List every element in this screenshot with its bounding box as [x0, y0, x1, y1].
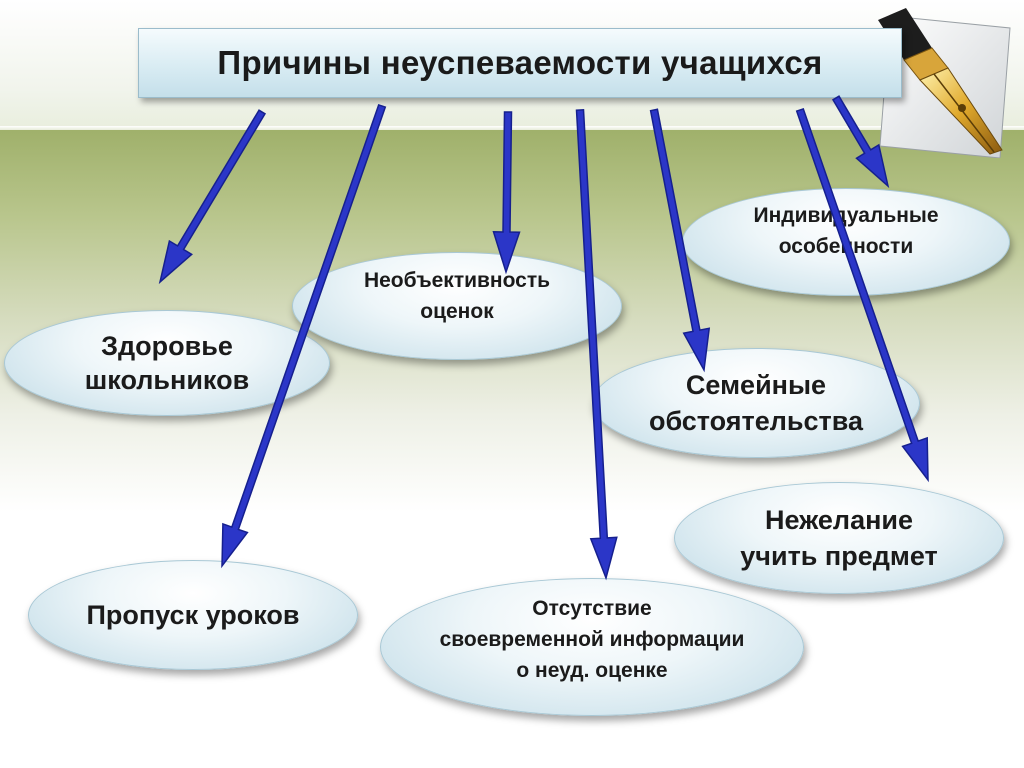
node-health: Здоровье школьников — [4, 310, 330, 416]
node-individual-label: Индивидуальные особенности — [753, 204, 939, 258]
node-family: Семейные обстоятельства — [592, 348, 920, 458]
node-family-label: Семейные обстоятельства — [648, 370, 864, 436]
node-absence: Пропуск уроков — [28, 560, 358, 670]
node-absence-label: Пропуск уроков — [86, 600, 300, 630]
node-info: Отсутствие своевременной информации о не… — [380, 578, 804, 716]
node-bias: Необъективность оценок — [292, 252, 622, 360]
node-bias-label: Необъективность оценок — [363, 269, 551, 323]
node-unwilling: Нежелание учить предмет — [674, 482, 1004, 594]
node-individual: Индивидуальные особенности — [682, 188, 1010, 296]
node-unwilling-label: Нежелание учить предмет — [740, 505, 938, 571]
fountain-pen-icon — [878, 8, 1011, 158]
node-health-label: Здоровье школьников — [84, 331, 250, 395]
node-info-label: Отсутствие своевременной информации о не… — [439, 596, 745, 682]
page-title: Причины неуспеваемости учащихся — [217, 44, 823, 81]
title-box: Причины неуспеваемости учащихся — [138, 28, 902, 98]
